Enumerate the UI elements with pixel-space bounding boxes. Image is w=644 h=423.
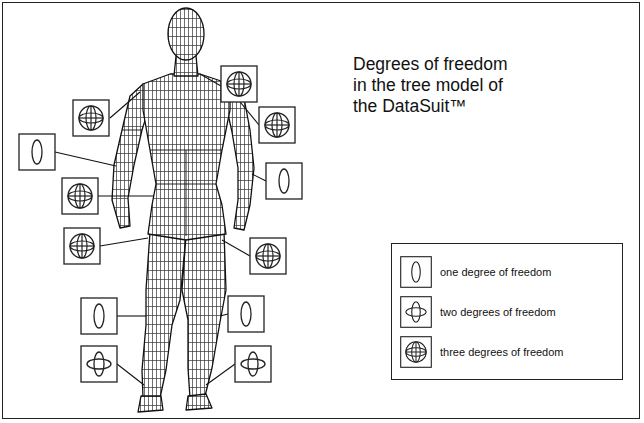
diagram-title: Degrees of freedom in the tree model of …	[353, 54, 517, 117]
legend-label: three degrees of freedom	[440, 346, 564, 359]
legend-label: one degree of freedom	[440, 266, 551, 279]
legend-label: two degrees of freedom	[440, 306, 556, 319]
legend-box: one degree of freedom two degrees of free…	[391, 243, 623, 380]
